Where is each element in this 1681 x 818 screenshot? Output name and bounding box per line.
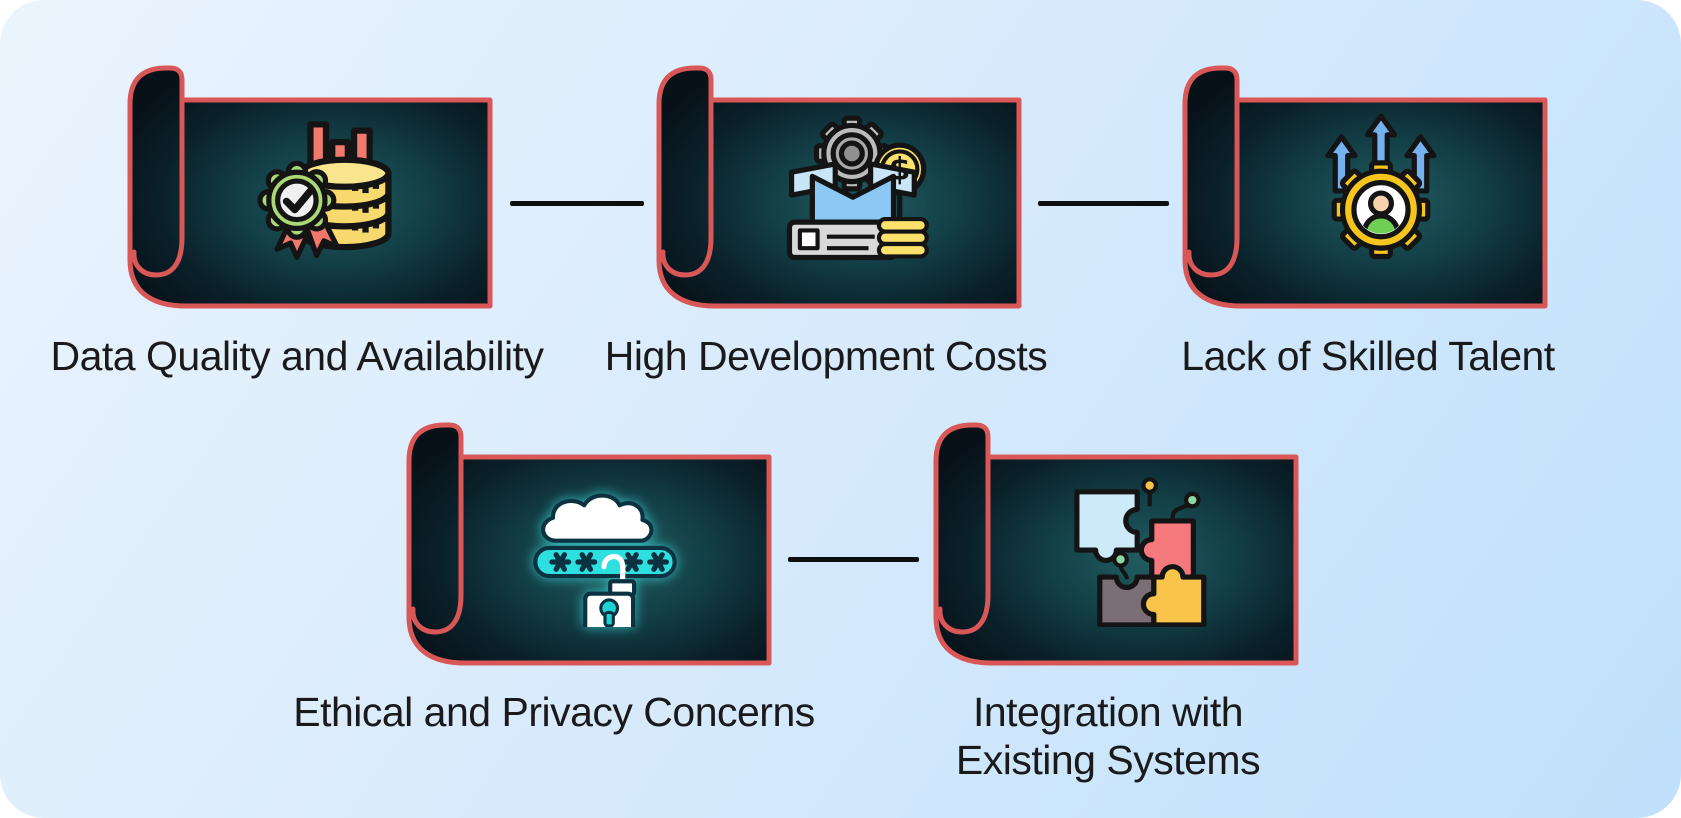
svg-text:$: $ xyxy=(889,152,911,188)
card-skilled-talent xyxy=(1181,64,1551,310)
card-development-costs: $ xyxy=(655,64,1025,310)
puzzle-circuit-icon xyxy=(1074,477,1207,627)
card-title-ethical-privacy: Ethical and Privacy Concerns xyxy=(293,689,815,735)
connector-line-1 xyxy=(510,201,644,206)
connector-line-2 xyxy=(1038,201,1169,206)
gear-box-money-icon: $ xyxy=(786,115,929,261)
database-quality-badge-icon xyxy=(257,121,392,261)
connector-line-3 xyxy=(788,557,919,562)
card-integration xyxy=(932,421,1302,667)
card-title-data-quality: Data Quality and Availability xyxy=(50,333,544,379)
card-title-development-costs: High Development Costs xyxy=(604,333,1048,379)
card-title-integration: Integration with Existing Systems xyxy=(788,688,1428,784)
cloud-password-lock-icon xyxy=(533,493,677,627)
person-gear-growth-icon xyxy=(1325,114,1437,260)
card-ethical-privacy xyxy=(405,421,775,667)
card-title-integration-line1: Integration with xyxy=(972,689,1244,735)
card-title-integration-line2: Existing Systems xyxy=(955,737,1261,783)
card-title-skilled-talent: Lack of Skilled Talent xyxy=(1181,333,1555,379)
card-data-quality xyxy=(126,64,496,310)
